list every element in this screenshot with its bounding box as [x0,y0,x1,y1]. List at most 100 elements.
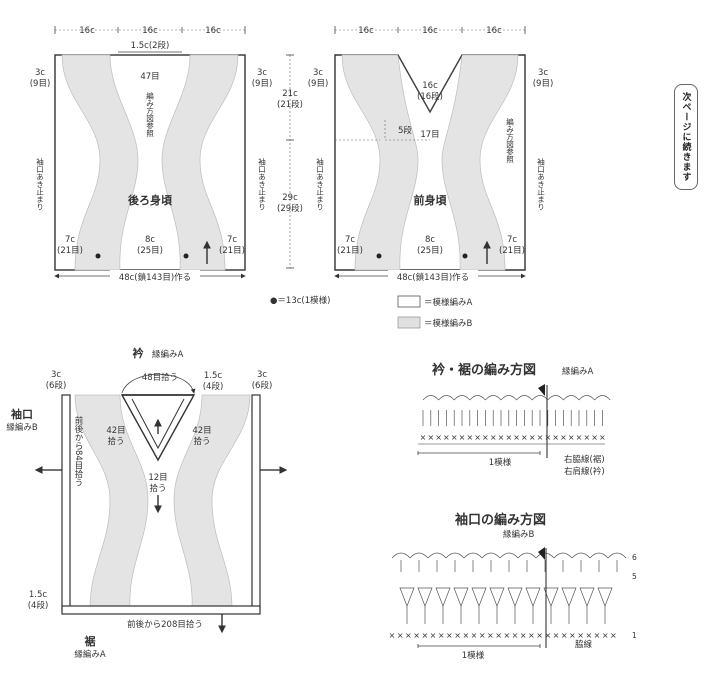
stitch-x: × [585,631,592,640]
stitch-x: × [490,433,497,442]
stitch-arc [563,395,580,401]
back-bottom-mid-st: (25目) [137,246,163,256]
stitch-x: × [577,631,584,640]
legend-pattern-b: ＝模様編みB [424,318,473,329]
stitch-arc [485,395,502,401]
stitch-x: × [544,433,551,442]
legend: ●＝13c(1模様) ＝模様編みA ＝模様編みB [270,295,473,329]
pickup-48: 48目拾う [142,372,178,383]
back-side-right-cm: 3c [257,68,267,78]
back-wave-left [61,54,139,271]
stitch-x: × [474,433,481,442]
stitch-arc [469,395,486,401]
front-pattern-ref: 編み方図参照 [505,117,514,165]
stitch-cluster [399,587,415,607]
stitch-arc [553,552,573,559]
front-st-17: 17目 [420,130,439,140]
stitch-x: × [438,631,445,640]
stitch-cluster [471,587,487,607]
pickup-12-b: 拾う [149,483,166,494]
stitch-arc [409,552,429,559]
back-dot-right [183,253,189,259]
chart1-repeat: 1模様 [489,457,512,468]
stitch-x: × [512,631,519,640]
stitch-x: × [443,433,450,442]
stitch-x: × [568,433,575,442]
pickup-42-right-b: 拾う [193,436,210,447]
stitch-cluster [579,587,595,607]
stitch-arc [422,395,439,401]
stitch-arc [453,395,471,401]
pickup-12-a: 12目 [148,473,167,483]
stitch-x: × [594,631,601,640]
back-side-right-st: (9目) [252,79,273,89]
chart2-pattern: 縁編みB [503,529,535,540]
collar-right-cm: 1.5c [204,371,223,381]
stitch-arc [463,552,483,559]
stitch-x: × [427,433,434,442]
stitch-arc [391,552,411,559]
back-cast-on: 48c(鎖143目)作る [119,272,191,283]
assembly-left-cm: 3c [51,370,61,380]
stitch-x: × [397,631,404,640]
back-bottom-left-cm: 7c [65,235,75,245]
back-wave-right [161,54,239,271]
back-top-width-1: 16c [79,26,95,36]
stitch-arc [547,395,564,401]
stitch-arc [516,395,533,401]
front-armhole-right: 袖口あき止まり [536,157,545,211]
stitch-arc [594,395,611,401]
stitch-x: × [389,631,396,640]
front-top-width-1: 16c [358,26,374,36]
chart2-repeat: 1模様 [462,650,485,661]
chart2-row-1: 1 [632,631,637,640]
stitch-x: × [591,433,598,442]
stitch-x: × [513,433,520,442]
height-lower-cm: 29c [282,193,298,203]
front-dot-left [376,253,382,259]
stitch-cluster [417,587,433,607]
stitch-x: × [505,433,512,442]
stitch-x: × [420,433,427,442]
chart2-title: 袖口の編み方図 [455,512,546,528]
stitch-x: × [553,631,560,640]
back-bottom-right-st: (21目) [219,246,245,256]
stitch-arc [571,552,591,559]
assembly-right-cm: 3c [257,370,267,380]
stitch-cluster [561,587,577,607]
stitch-x: × [610,631,617,640]
collar-pattern: 縁編みA [152,349,184,360]
back-armhole-left: 袖口あき止まり [35,157,44,211]
legend-swatch-a [397,295,421,308]
chart2-row-6: 6 [632,553,637,562]
stitch-arc [427,552,447,559]
legend-dot-note: ●＝13c(1模様) [270,295,330,306]
stitch-x: × [462,631,469,640]
front-side-left-cm: 3c [313,68,323,78]
front-side-right-cm: 3c [538,68,548,78]
stitch-x: × [487,631,494,640]
stitch-cluster [435,587,451,607]
front-bottom-mid-cm: 8c [425,235,435,245]
front-bottom-right-st: (21目) [499,246,525,256]
back-body-diagram: 16c 16c 16c 1.5c(2段) 47目 編み方図参照 3c (9目) … [30,26,273,283]
back-armhole-right: 袖口あき止まり [257,157,266,211]
sleeve-edge-right [251,394,261,611]
stitch-x: × [451,433,458,442]
front-armhole-left: 袖口あき止まり [315,157,324,211]
back-side-left-st: (9目) [30,79,51,89]
chart1-title: 衿・裾の編み方図 [432,362,536,378]
stitch-cluster [453,587,469,607]
stitch-x: × [560,433,567,442]
stitch-arc [517,552,537,559]
height-upper-rows: (21段) [277,99,303,110]
back-top-width-3: 16c [205,26,221,36]
front-top-width-3: 16c [486,26,502,36]
pickup-42-left-b: 拾う [107,436,124,447]
stitch-x: × [498,433,505,442]
stitch-x: × [521,433,528,442]
stitch-x: × [435,433,442,442]
stitch-cluster [507,587,523,607]
pickup-42-left-a: 42目 [106,426,125,436]
chart1-right-shoulder: 右肩線(衿) [564,466,605,477]
